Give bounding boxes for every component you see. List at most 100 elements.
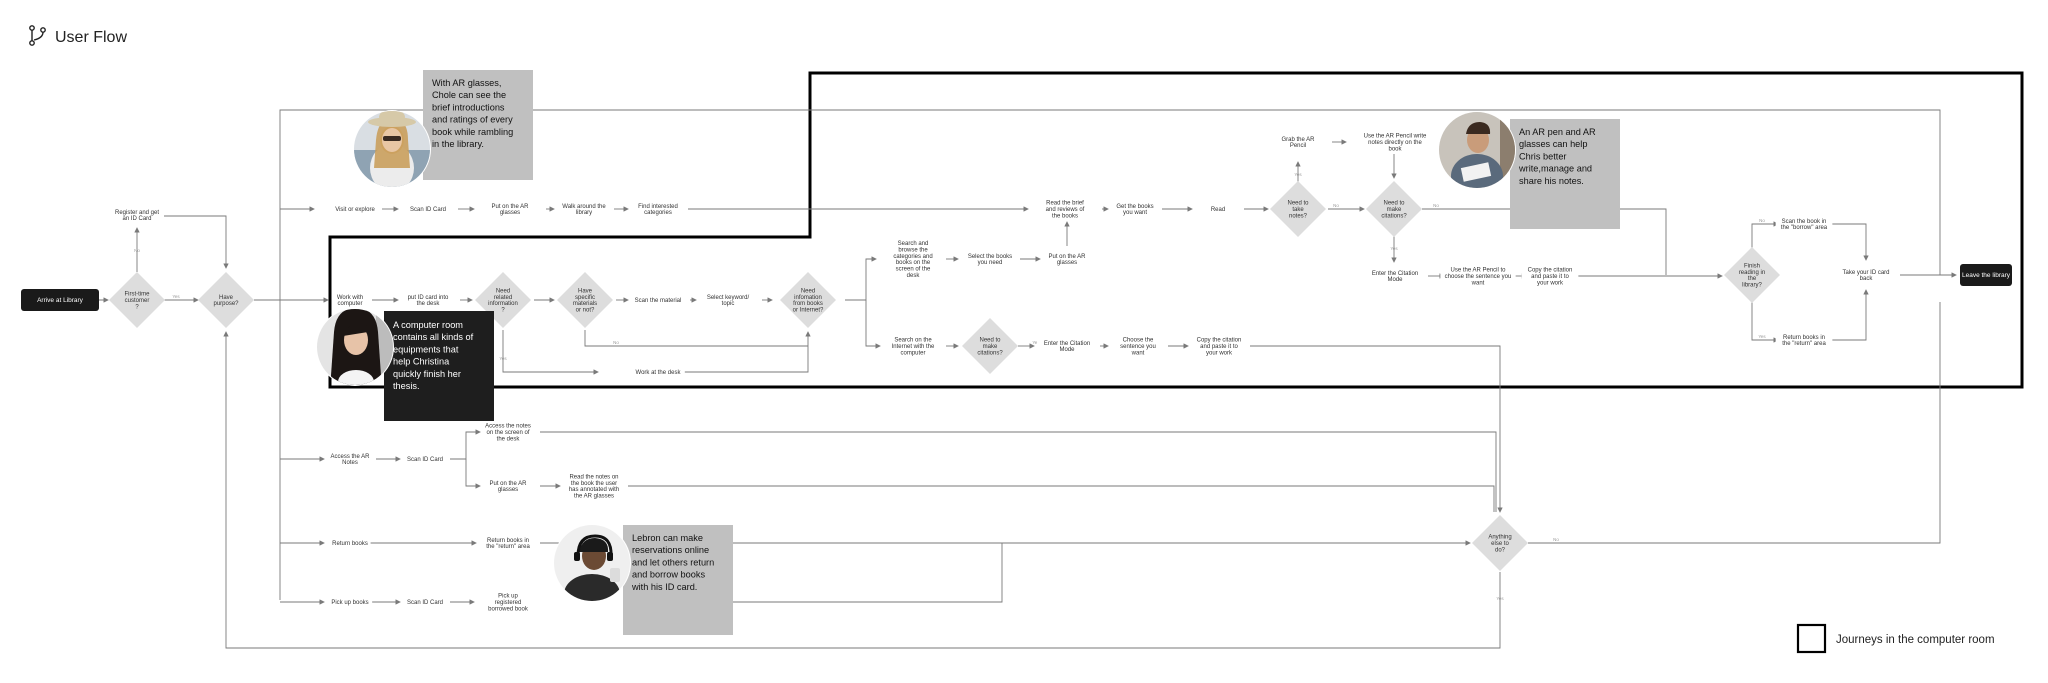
page-title: User Flow: [55, 29, 127, 46]
svg-text:Scan ID Card: Scan ID Card: [407, 600, 443, 606]
svg-text:Yes: Yes: [1294, 172, 1302, 177]
decision-diamond: [198, 272, 254, 328]
decision-diamond: [109, 272, 165, 328]
terminal-box: [1960, 264, 2012, 286]
node-start: Arrive at Library: [21, 289, 99, 311]
decision-diamond: [780, 272, 836, 328]
svg-text:Read: Read: [1211, 207, 1225, 213]
decision-diamond: [557, 272, 613, 328]
node-select-keyword: Select keyword/topic: [702, 292, 754, 308]
svg-text:Pick up books: Pick up books: [331, 600, 368, 606]
node-return-books: Return books: [329, 538, 371, 548]
decision-diamond: [962, 318, 1018, 374]
decision-diamond: [1270, 181, 1326, 237]
svg-text:No: No: [1333, 203, 1339, 208]
avatar-chole: [353, 110, 431, 188]
node-scan-id-2: Scan ID Card: [404, 454, 446, 464]
svg-text:Arrive at Library: Arrive at Library: [37, 297, 84, 304]
decision-diamond: [1366, 181, 1422, 237]
svg-text:No: No: [613, 340, 619, 345]
svg-text:Visit or explore: Visit or explore: [335, 207, 375, 213]
decision-diamond: [1472, 515, 1528, 571]
node-visit-explore: Visit or explore: [328, 204, 382, 214]
svg-text:No: No: [134, 248, 140, 253]
node-scan-material: Scan the material: [629, 295, 687, 305]
node-pick-up: Pick up books: [327, 597, 373, 607]
legend-label: Journeys in the computer room: [1836, 634, 1995, 646]
node-read: Read: [1209, 204, 1227, 214]
flow-icon: [29, 25, 46, 46]
svg-text:Leave the library: Leave the library: [1962, 272, 2011, 279]
legend-swatch: [1796, 623, 1827, 654]
node-work-at-desk: Work at the desk: [631, 367, 685, 377]
avatar-lebron: [553, 524, 631, 602]
node-scan-id-1: Scan ID Card: [407, 204, 449, 214]
edges: [88, 109, 1957, 649]
svg-text:Yes: Yes: [172, 294, 180, 299]
svg-text:No: No: [1433, 203, 1439, 208]
svg-text:Yes: Yes: [1496, 596, 1504, 601]
node-scan-id-3: Scan ID Card: [404, 597, 446, 607]
svg-text:Yes: Yes: [1758, 334, 1766, 339]
computer-room-frame: [328, 71, 2024, 389]
legend: Journeys in the computer room: [1796, 623, 1995, 654]
svg-text:No: No: [1553, 537, 1559, 542]
svg-text:Scan ID Card: Scan ID Card: [407, 457, 443, 463]
svg-text:Select keyword/topic: Select keyword/topic: [707, 295, 750, 307]
svg-text:Return books: Return books: [332, 541, 368, 547]
svg-text:Yes: Yes: [1390, 246, 1398, 251]
node-leave: Leave the library: [1960, 264, 2012, 286]
avatar-chris: [1438, 111, 1516, 189]
